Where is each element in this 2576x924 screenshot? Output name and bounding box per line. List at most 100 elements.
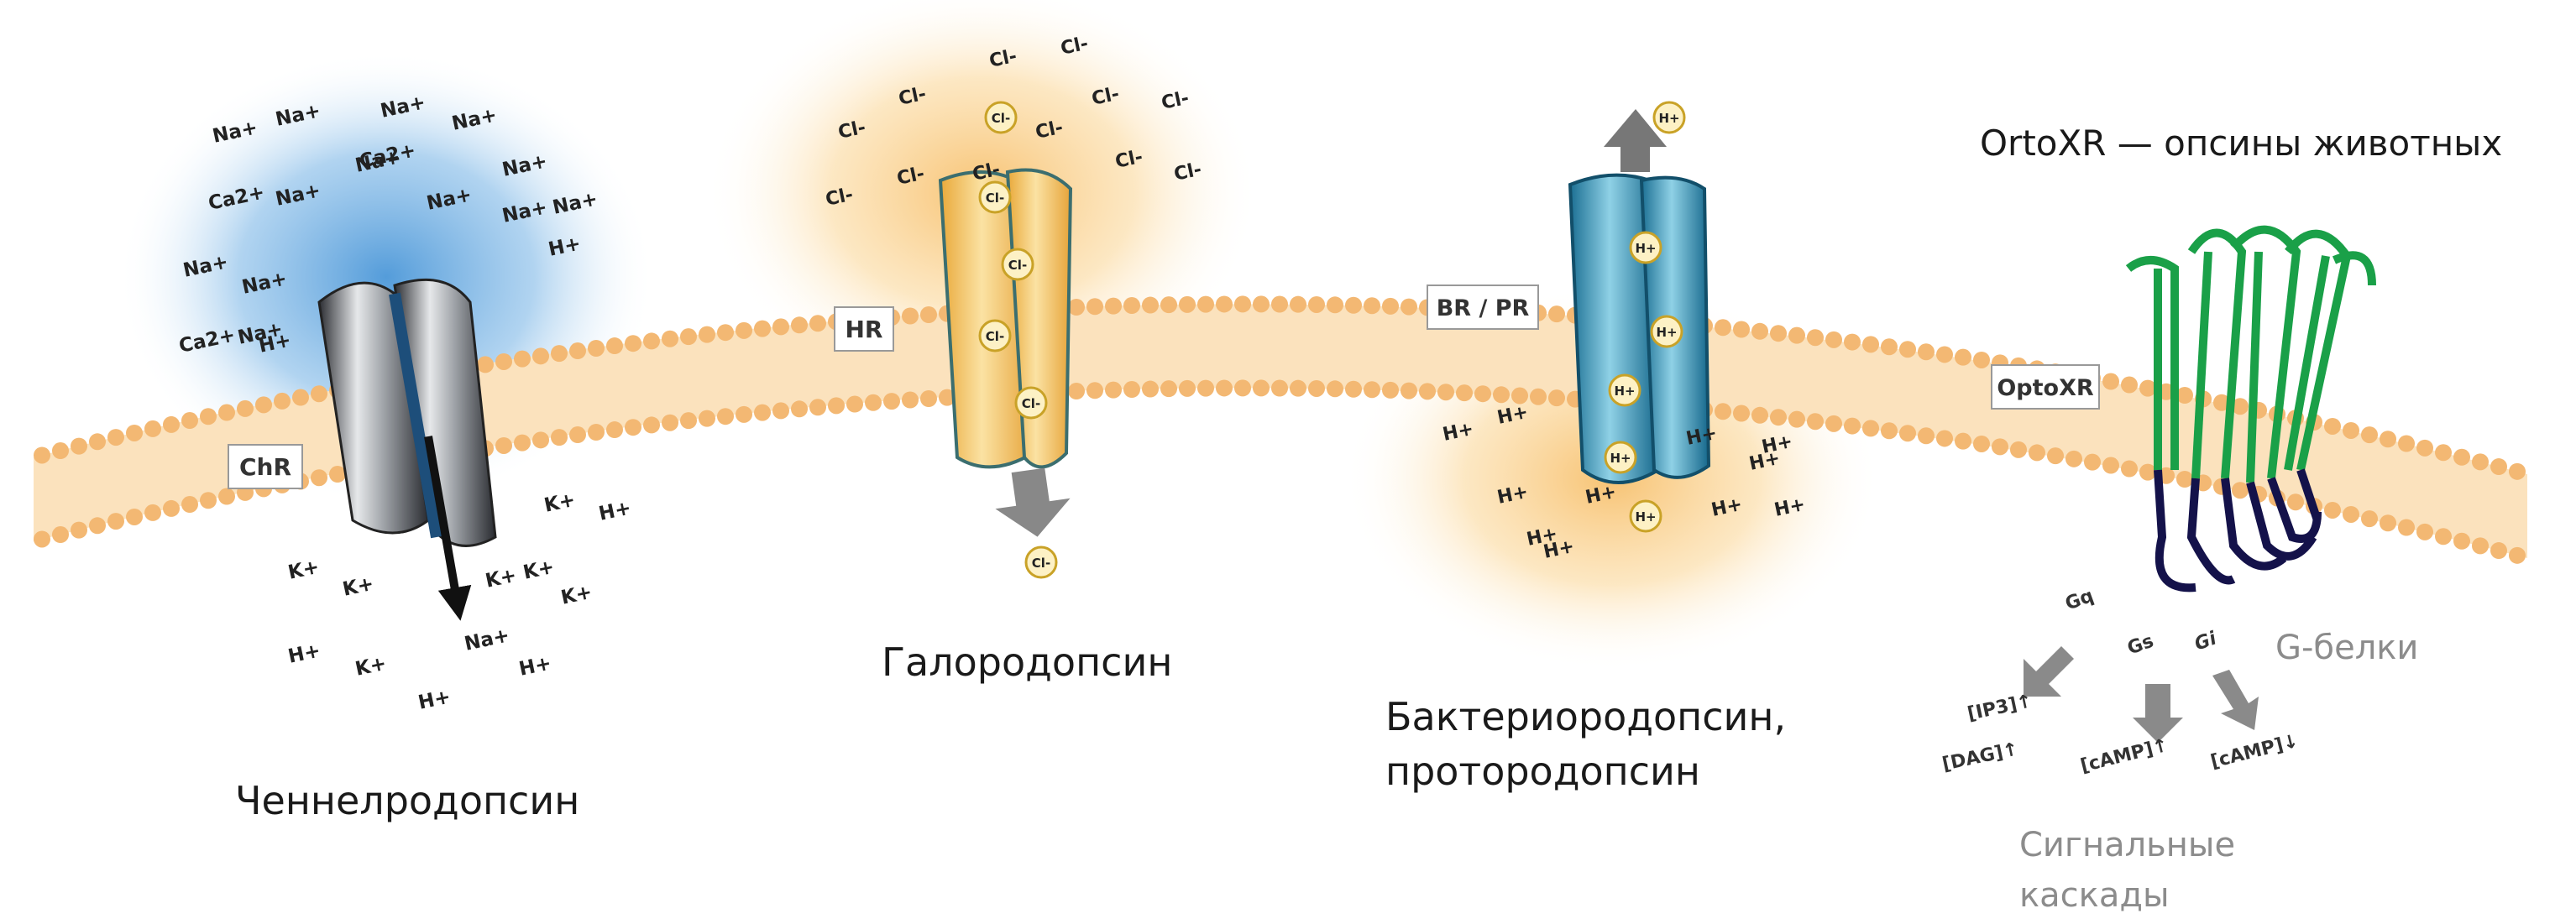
caption-halorhodopsin: Галородопсин [882,639,1172,685]
lipid-head [52,526,69,543]
lipid-head [1973,436,1990,452]
lipid-head [1955,433,1971,450]
messenger-dag: [DAG]↑ [1940,739,2020,775]
lipid-head [791,316,808,333]
optoxr-tag: OptoXR [1992,365,2099,409]
lipid-head [1068,383,1085,399]
lipid-head [200,408,217,425]
lipid-head [736,322,752,339]
caption-channelrhodopsin: Ченнелродопсин [235,778,579,823]
lipid-head [1474,385,1491,402]
lipid-head [1123,381,1140,398]
messenger-camp-down: [cAMP]↓ [2208,731,2301,773]
title-ortoxr: OrtoXR — опсины животных [1980,123,2502,164]
lipid-head [2121,461,2138,478]
cascade-arrows [2024,646,2259,743]
lipid-head [1327,296,1343,313]
lipid-head [1881,338,1898,355]
hr-ion-channel: Cl- [1022,396,1040,411]
lipid-head [532,347,549,364]
lipid-head [736,406,752,423]
lipid-head [532,431,549,448]
lipid-head [2029,444,2045,461]
lipid-head [902,308,919,325]
lipid-head [1456,384,1473,401]
lipid-head [865,394,882,411]
hr-ion-channel: Cl- [1008,258,1027,273]
lipid-head [1751,407,1768,424]
chr-ion-inside: H+ [597,497,633,525]
lipid-head [1548,389,1565,406]
messenger-camp-up: [cAMP]↑ [2078,735,2170,777]
lipid-head [1142,297,1159,314]
lipid-head [1234,379,1251,396]
lipid-head [588,340,605,357]
lipid-head [2472,453,2489,470]
lipid-head [2416,440,2433,457]
lipid-head [680,412,697,429]
lipid-head [809,399,826,415]
chr-tag-label: ChR [239,453,291,481]
chr-ion-inside: Na+ [463,624,511,655]
lipid-head [2416,524,2433,540]
lipid-head [144,504,161,521]
lipid-head [1234,295,1251,312]
lipid-head [2361,510,2378,527]
lipid-head [89,433,106,450]
lipid-head [680,328,697,345]
lipid-head [2343,422,2359,439]
br-ion-channel: H+ [1610,451,1631,466]
lipid-head [1197,296,1214,313]
lipid-head [1308,380,1325,397]
lipid-head [2232,482,2249,499]
channelrhodopsin-protein [319,279,495,604]
lipid-head [1881,422,1898,439]
hr-ion-channel: Cl- [986,191,1004,206]
caption-bacteriorhodopsin-line2: протородопсин [1385,749,1700,794]
lipid-head [717,408,734,425]
lipid-head [292,389,309,406]
lipid-head [2472,537,2489,554]
hr-tag-label: HR [846,316,883,343]
lipid-head [2084,454,2101,471]
lipid-head [625,335,641,352]
caption-bacteriorhodopsin-line1: Бактериородопсин, [1385,694,1786,739]
halorhodopsin-protein [940,170,1075,542]
lipid-head [2398,436,2415,452]
lipid-head [2435,528,2452,545]
lipid-head [2102,373,2119,390]
lipid-head [218,405,235,421]
lipid-head [791,400,808,417]
lipid-head [2066,451,2082,467]
chr-ion-inside: K+ [521,556,557,584]
lipid-head [1271,295,1288,312]
cascade-label-line2: каскады [2019,876,2170,915]
lipid-head [1807,413,1824,430]
lipid-head [311,385,327,402]
lipid-head [2435,444,2452,461]
lipid-head [163,500,180,517]
lipid-head [551,429,568,446]
g-subunit-gq: Gq [2063,586,2097,615]
g-proteins-label: G-белки [2275,629,2418,667]
lipid-head [1419,383,1436,399]
optoxr-tag-label: OptoXR [1997,375,2094,401]
lipid-head [495,437,512,454]
lipid-head [1918,343,1935,360]
lipid-head [551,345,568,362]
lipid-head [1086,298,1103,315]
lipid-head [71,438,87,455]
lipid-head [1992,438,2008,455]
lipid-head [2380,514,2396,531]
lipid-head [754,405,771,421]
lipid-head [2509,547,2526,564]
lipid-head [514,435,531,452]
lipid-head [662,331,678,347]
lipid-head [1899,425,1916,441]
lipid-head [588,424,605,441]
hr-tag: HR [835,307,893,351]
lipid-head [163,416,180,433]
bacteriorhodopsin-protein [1570,109,1709,483]
lipid-head [2453,533,2470,550]
lipid-head [1548,305,1565,322]
